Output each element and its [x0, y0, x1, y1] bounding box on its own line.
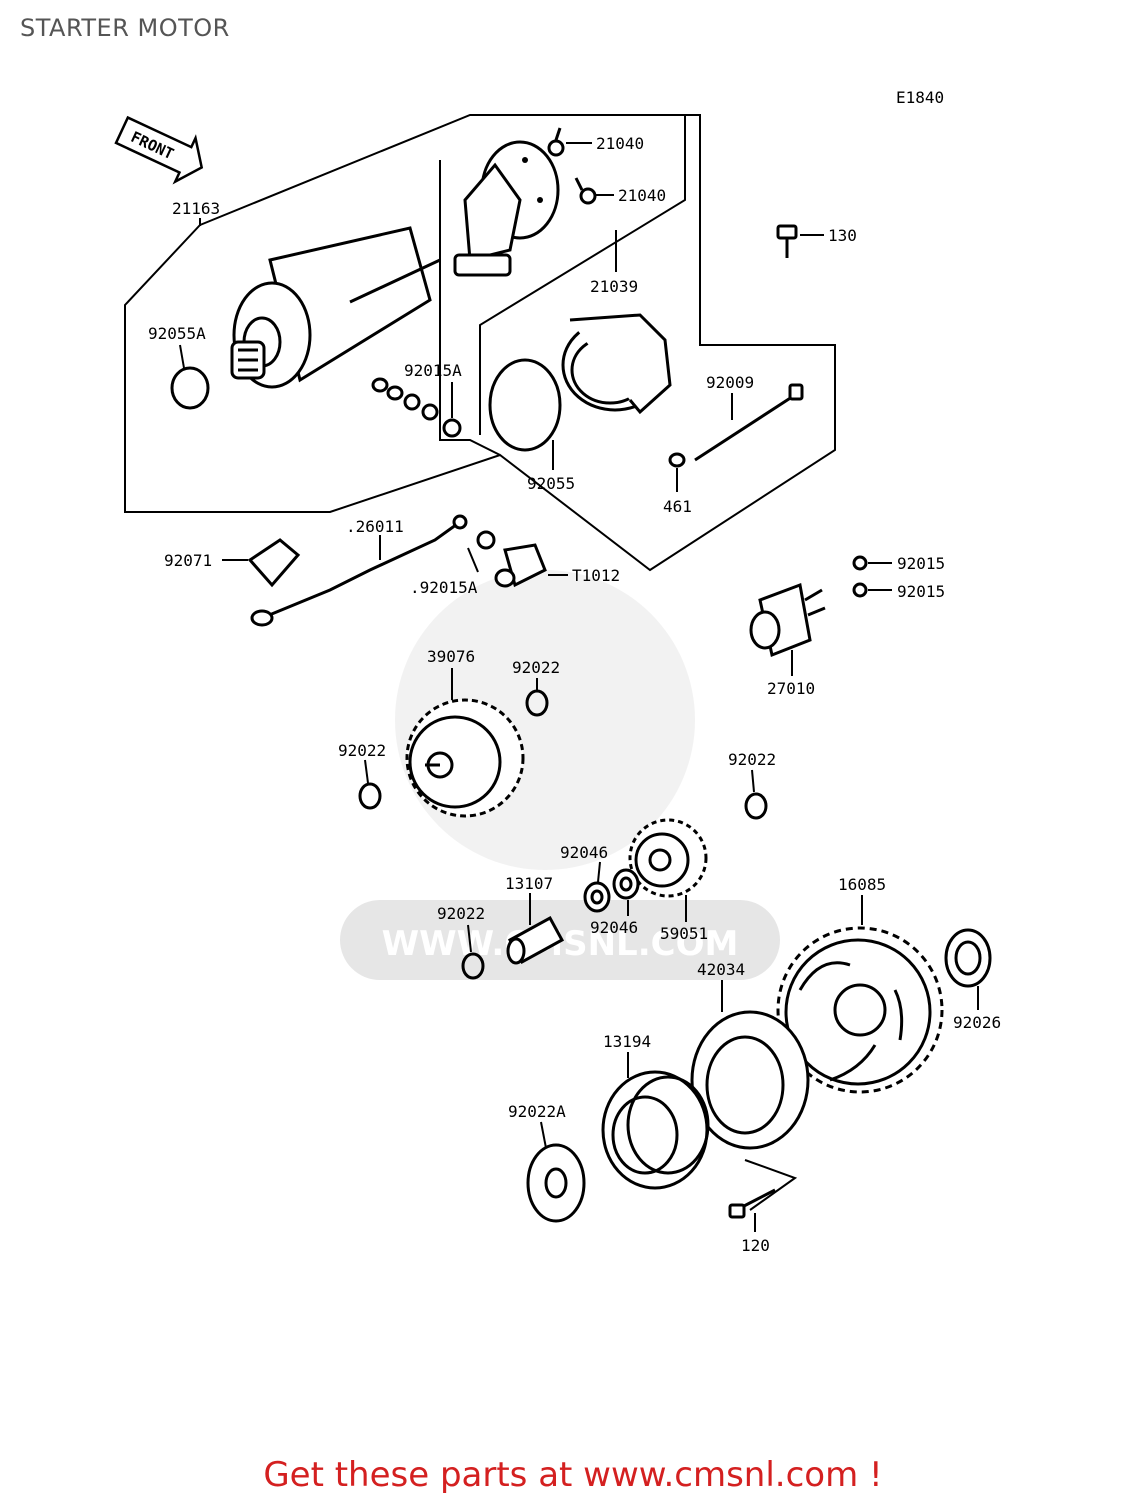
part-label-120: 120 [741, 1236, 770, 1255]
terminal-boot-icon [247, 538, 301, 588]
leader-92022b [364, 759, 369, 784]
clutch-hub-13194-icon [601, 1070, 710, 1190]
part-label-21039: 21039 [590, 277, 638, 296]
screw-21040-b-icon [574, 177, 597, 205]
footer-link-text[interactable]: Get these parts at www.cmsnl.com ! [263, 1455, 883, 1495]
part-label-130: 130 [828, 226, 857, 245]
collar-92046-b-icon [612, 868, 640, 900]
part-label-11012: T1012 [572, 566, 620, 585]
collar-92046-a-icon [583, 881, 611, 913]
end-cover-icon [561, 313, 672, 415]
part-label-92055A: 92055A [148, 324, 206, 343]
oring-92055-icon [488, 358, 562, 452]
washer-92022-b-icon [358, 782, 382, 810]
starter-relay-icon [749, 582, 826, 658]
part-label-92015A-bot: .92015A [410, 578, 478, 597]
part-label-16085: 16085 [838, 875, 886, 894]
leader-92046a [597, 861, 601, 883]
part-label-13107: 13107 [505, 874, 553, 893]
brush-plate-icon [453, 140, 560, 277]
outline-brushplate [479, 115, 686, 435]
part-label-26011: .26011 [346, 517, 404, 536]
leader-92022A [540, 1121, 547, 1149]
oring-92055A-icon [170, 366, 210, 410]
figure-code: E1840 [896, 88, 944, 107]
assembly-outline-inner [439, 160, 501, 456]
leader-92022d [467, 924, 472, 953]
leader-92015A-bot [467, 547, 479, 573]
starter-cable-icon [250, 514, 468, 627]
leader-92055A [179, 344, 185, 369]
part-label-92022-b: 92022 [338, 741, 386, 760]
part-label-92022-d: 92022 [437, 904, 485, 923]
part-label-92009: 92009 [706, 373, 754, 392]
boot-11012-icon [494, 543, 547, 588]
nut-92015A-icon [476, 530, 496, 550]
starter-clutch-42034-icon [690, 1010, 810, 1150]
screw-21040-a-icon [547, 127, 565, 157]
part-label-92022-a: 92022 [512, 658, 560, 677]
washer-92022-c-icon [744, 792, 768, 820]
bolt-130-icon [776, 224, 798, 258]
part-label-92055: 92055 [527, 474, 575, 493]
part-label-42034: 42034 [697, 960, 745, 979]
idle-gear-39076-icon [405, 698, 525, 818]
sprocket-16085-icon [776, 926, 944, 1094]
leader-42034-bolt [744, 1159, 798, 1211]
long-bolt-icon [694, 383, 804, 462]
bolt-120-icon [728, 1188, 776, 1219]
part-label-21163: 21163 [172, 199, 220, 218]
washer-stack-icon [371, 377, 462, 438]
page-title: STARTER MOTOR [20, 14, 230, 42]
starter-motor-icon [230, 226, 441, 389]
part-label-59051: 59051 [660, 924, 708, 943]
part-label-39076: 39076 [427, 647, 475, 666]
part-labels: 21163 21040 21040 21039 130 92055A 92015… [148, 134, 1001, 1255]
part-label-461: 461 [663, 497, 692, 516]
gear-59051-icon [628, 818, 708, 898]
part-label-92026: 92026 [953, 1013, 1001, 1032]
shaft-13107-icon [506, 915, 565, 965]
part-label-21040-b: 21040 [618, 186, 666, 205]
front-arrow-icon: FRONT [114, 115, 204, 185]
washer-92022A-icon [526, 1143, 586, 1223]
ring-92026-icon [944, 928, 992, 988]
part-label-92022-c: 92022 [728, 750, 776, 769]
part-label-92015-b: 92015 [897, 582, 945, 601]
part-label-92022A: 92022A [508, 1102, 566, 1121]
leader-92022c [751, 769, 755, 793]
nut-92015-a-icon [852, 555, 868, 571]
parts-diagram: WWW.CMSNL.COM E1840 FRONT [114, 88, 1001, 1255]
part-label-92015A-top: 92015A [404, 361, 462, 380]
watermark-text: WWW.CMSNL.COM [382, 924, 739, 964]
part-label-92071: 92071 [164, 551, 212, 570]
part-label-21040-a: 21040 [596, 134, 644, 153]
assembly-outline-main [124, 114, 836, 572]
part-label-92046-a: 92046 [560, 843, 608, 862]
part-label-92046-b: 92046 [590, 918, 638, 937]
nut-92015-b-icon [852, 582, 868, 598]
part-label-27010: 27010 [767, 679, 815, 698]
washer-92022-d-icon [461, 952, 485, 980]
part-label-13194: 13194 [603, 1032, 651, 1051]
part-label-92015-a: 92015 [897, 554, 945, 573]
washer-461-icon [668, 452, 686, 468]
washer-92022-a-icon [525, 689, 549, 717]
watermark: WWW.CMSNL.COM [340, 570, 780, 980]
